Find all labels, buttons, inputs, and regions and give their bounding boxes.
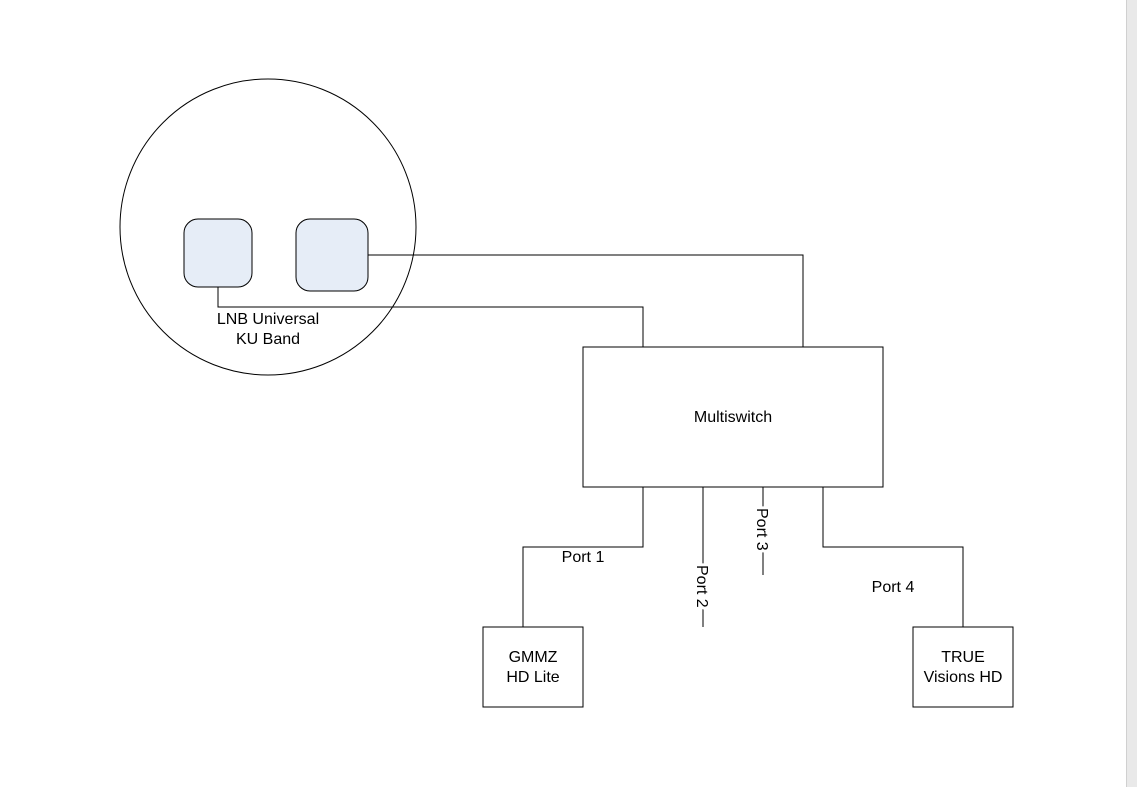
port2-label: Port 2 [693, 565, 710, 608]
receiver-gmmz-line1: GMMZ [509, 649, 558, 666]
receiver-gmmz-box [482, 626, 584, 708]
multiswitch-label: Multiswitch [694, 409, 772, 426]
satellite-dish [119, 78, 417, 376]
window-edge [1126, 0, 1137, 787]
port4-label: Port 4 [872, 579, 915, 596]
dish-label-line1: LNB Universal [217, 311, 319, 328]
receiver-true-line2: Visions HD [924, 669, 1003, 686]
port3-label: Port 3 [753, 508, 770, 551]
cable-port1 [522, 487, 644, 627]
lnb-head-1 [183, 218, 253, 288]
dish-label-line2: KU Band [236, 331, 300, 348]
multiswitch-box [582, 346, 884, 488]
lnb-head-2 [295, 218, 369, 292]
receiver-true-line1: TRUE [941, 649, 985, 666]
receiver-gmmz-line2: HD Lite [506, 669, 559, 686]
receiver-true-box [912, 626, 1014, 708]
cable-lnb2-to-multiswitch [368, 254, 804, 347]
cable-port4 [822, 487, 964, 627]
cable-lnb1-to-multiswitch [217, 287, 644, 347]
port1-label: Port 1 [562, 549, 605, 566]
